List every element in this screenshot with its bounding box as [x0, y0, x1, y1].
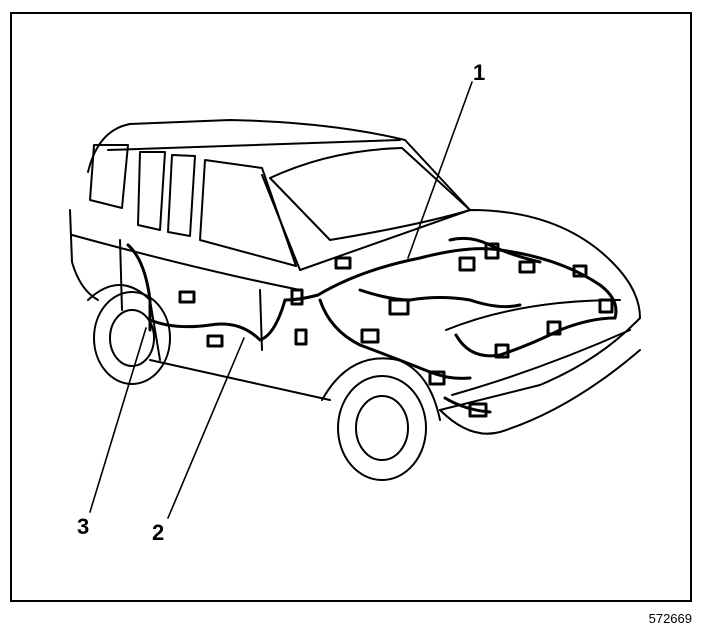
wiring-harness	[126, 236, 618, 418]
leader-line-1	[407, 81, 473, 259]
leader-line-2	[167, 337, 245, 519]
callout-2: 2	[152, 520, 165, 545]
callout-1: 1	[473, 60, 486, 85]
diagram-frame	[10, 12, 692, 602]
leader-line-3	[89, 327, 147, 513]
vehicle-body	[69, 119, 641, 481]
leader-lines	[89, 81, 473, 519]
callout-3: 3	[77, 514, 90, 539]
figure-id: 572669	[648, 611, 692, 626]
